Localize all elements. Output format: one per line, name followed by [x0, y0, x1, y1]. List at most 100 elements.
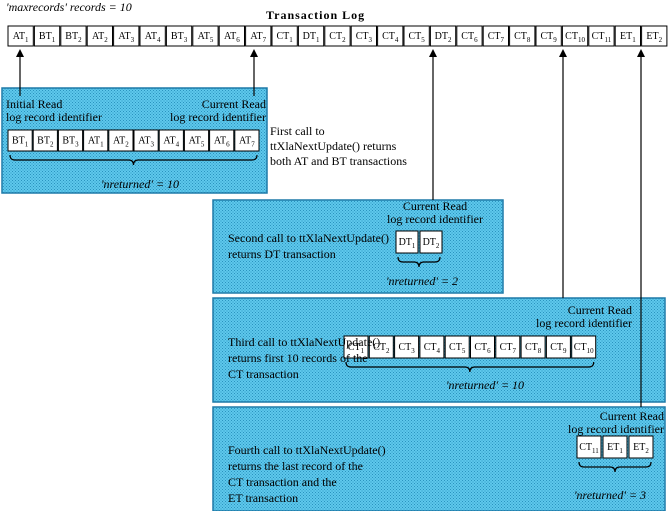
log-record-et1: ET1 — [614, 25, 642, 47]
svg-text:CT11: CT11 — [579, 442, 599, 455]
nreturned-label-4: 'nreturned' = 3 — [573, 488, 647, 502]
svg-text:ET1: ET1 — [607, 442, 623, 455]
call-2-record-dt2: DT2 — [419, 230, 443, 254]
svg-text:BT1: BT1 — [12, 136, 29, 149]
call-1-record-at1: AT1 — [83, 129, 109, 152]
svg-text:CT6: CT6 — [474, 342, 491, 355]
svg-text:CT4: CT4 — [382, 31, 399, 44]
call-3-record-ct9: CT9 — [545, 335, 571, 359]
maxrecords-label: 'maxrecords' records = 10 — [6, 0, 132, 14]
diagram-title: Transaction Log — [266, 8, 366, 22]
svg-text:CT2: CT2 — [329, 31, 346, 44]
call-3-record-ct1: CT1 — [343, 335, 369, 359]
call-2-record-dt1: DT1 — [395, 230, 419, 254]
call-3-record-ct8: CT8 — [520, 335, 546, 359]
log-record-ct9: CT9 — [535, 25, 562, 47]
call-3-brace — [345, 361, 595, 373]
call-1-record-at3: AT3 — [133, 129, 159, 152]
log-record-at2: AT2 — [86, 25, 113, 47]
svg-text:CT4: CT4 — [424, 342, 441, 355]
log-record-ct6: CT6 — [456, 25, 483, 47]
log-record-ct11: CT11 — [588, 25, 615, 47]
svg-text:CT1: CT1 — [277, 31, 294, 44]
svg-text:CT8: CT8 — [525, 342, 542, 355]
svg-text:BT3: BT3 — [62, 136, 79, 149]
svg-text:CT8: CT8 — [514, 31, 531, 44]
svg-text:CT3: CT3 — [356, 31, 373, 44]
current-read-label-3: Current Read log record identifier — [536, 303, 632, 330]
call-3-record-ct10: CT10 — [571, 335, 597, 359]
nreturned-label-2: 'nreturned' = 2 — [385, 274, 459, 288]
svg-text:DT2: DT2 — [435, 31, 452, 44]
current-read-label-1: Current Read log record identifier — [170, 97, 266, 124]
svg-text:CT5: CT5 — [449, 342, 466, 355]
current-read-label-2: Current Read log record identifier — [387, 199, 483, 226]
log-record-ct5: CT5 — [403, 25, 430, 47]
call-1-record-at6: AT6 — [209, 129, 235, 152]
call-1-record-at5: AT5 — [183, 129, 210, 152]
svg-text:AT4: AT4 — [163, 136, 179, 149]
call-3-record-ct6: CT6 — [470, 335, 495, 359]
log-record-ct1: CT1 — [271, 25, 298, 47]
svg-text:AT1: AT1 — [13, 31, 29, 44]
svg-text:ET2: ET2 — [633, 442, 649, 455]
svg-text:BT2: BT2 — [65, 31, 82, 44]
initial-read-label: Initial Read log record identifier — [6, 97, 102, 124]
call-4-panel — [212, 406, 666, 511]
svg-text:AT6: AT6 — [224, 31, 240, 44]
log-record-at6: AT6 — [218, 25, 245, 47]
svg-text:CT1: CT1 — [348, 342, 365, 355]
log-record-dt2: DT2 — [429, 25, 457, 47]
svg-text:AT3: AT3 — [118, 31, 134, 44]
svg-text:CT5: CT5 — [409, 31, 426, 44]
call-1-description: First call to ttXlaNextUpdate() returns … — [270, 124, 407, 168]
svg-text:CT10: CT10 — [565, 31, 585, 44]
svg-text:CT7: CT7 — [488, 31, 505, 44]
log-record-dt1: DT1 — [297, 25, 325, 47]
svg-text:AT5: AT5 — [198, 31, 214, 44]
nreturned-label-3: 'nreturned' = 10 — [445, 378, 525, 392]
call-4-description: Fourth call to ttXlaNextUpdate() returns… — [228, 443, 386, 505]
call-1-record-at2: AT2 — [108, 129, 134, 152]
svg-text:CT7: CT7 — [500, 342, 517, 355]
svg-text:BT1: BT1 — [39, 31, 56, 44]
svg-text:AT7: AT7 — [239, 136, 255, 149]
log-record-ct2: CT2 — [324, 25, 351, 47]
call-4-brace — [578, 461, 652, 473]
svg-text:DT2: DT2 — [423, 237, 440, 250]
call-4-record-et2: ET2 — [628, 435, 654, 459]
svg-text:CT9: CT9 — [550, 342, 567, 355]
call-2-description: Second call to ttXlaNextUpdate() returns… — [228, 231, 389, 261]
svg-text:ET2: ET2 — [646, 31, 662, 44]
log-record-ct4: CT4 — [377, 25, 404, 47]
call-1-record-bt2: BT2 — [32, 129, 58, 152]
svg-text:AT7: AT7 — [250, 31, 266, 44]
svg-text:BT3: BT3 — [171, 31, 188, 44]
svg-text:CT9: CT9 — [541, 31, 558, 44]
call-2-brace — [397, 256, 441, 268]
call-1-record-bt1: BT1 — [7, 129, 33, 152]
call-1-brace — [9, 154, 258, 166]
svg-text:CT6: CT6 — [461, 31, 478, 44]
log-record-at3: AT3 — [113, 25, 140, 47]
log-record-ct10: CT10 — [561, 25, 589, 47]
svg-text:CT10: CT10 — [574, 342, 594, 355]
log-record-bt3: BT3 — [165, 25, 193, 47]
svg-text:CT2: CT2 — [373, 342, 390, 355]
nreturned-label-1: 'nreturned' = 10 — [100, 177, 180, 191]
log-record-ct7: CT7 — [482, 25, 510, 47]
log-record-at1: AT1 — [7, 25, 34, 47]
call-3-record-ct4: CT4 — [419, 335, 445, 359]
call-1-record-at4: AT4 — [158, 129, 184, 152]
log-record-at4: AT4 — [139, 25, 166, 47]
log-record-bt1: BT1 — [33, 25, 61, 47]
call-1-record-bt3: BT3 — [57, 129, 84, 152]
svg-text:AT2: AT2 — [113, 136, 129, 149]
call-3-record-ct3: CT3 — [394, 335, 420, 359]
svg-text:AT6: AT6 — [214, 136, 230, 149]
current-read-label-4: Current Read log record identifier — [568, 409, 664, 436]
call-1-record-at7: AT7 — [234, 129, 260, 152]
svg-text:CT3: CT3 — [398, 342, 415, 355]
svg-text:BT2: BT2 — [37, 136, 54, 149]
